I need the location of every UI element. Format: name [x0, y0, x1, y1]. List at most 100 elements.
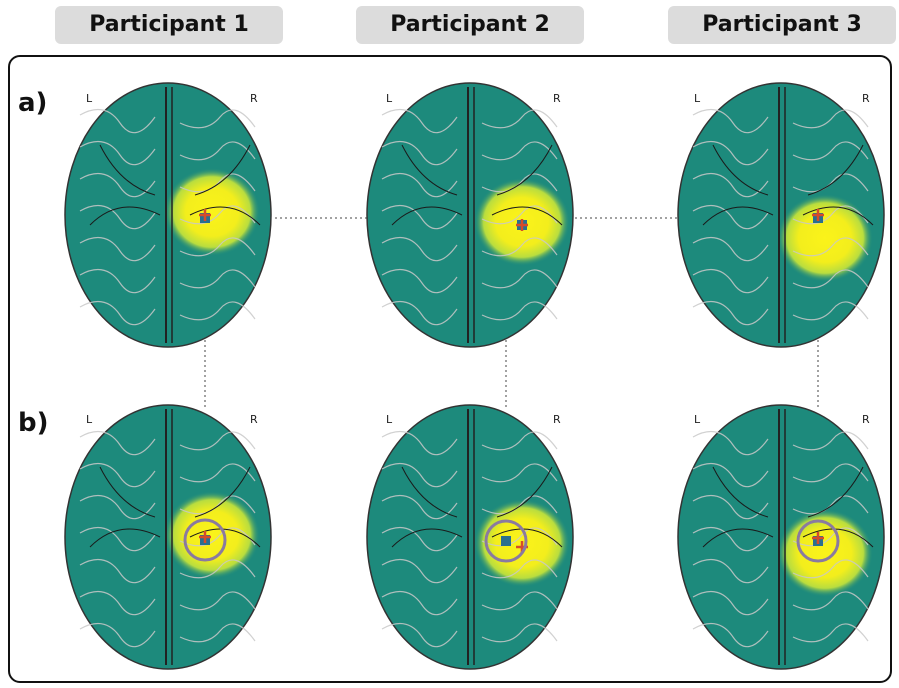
label-right-a2: R	[553, 92, 561, 105]
gyrus-left	[692, 140, 769, 166]
gyrus-right	[179, 173, 256, 193]
sulcus	[391, 528, 463, 548]
gyrus-right	[179, 301, 256, 321]
sulcus	[189, 528, 261, 548]
connector-lines	[204, 217, 819, 410]
sulcus	[401, 466, 458, 518]
gyrus-left	[79, 430, 156, 456]
gyri-lines	[692, 108, 869, 326]
header-participant-1: Participant 1	[55, 6, 283, 44]
sulcus	[89, 206, 161, 226]
sulcus	[491, 206, 563, 226]
brain-panel-b2	[366, 404, 574, 670]
brain-panel-a1	[64, 82, 272, 348]
sulci-lines	[391, 144, 563, 226]
gyrus-left	[381, 526, 458, 552]
gyrus-left	[79, 558, 156, 584]
activation-hotspot	[164, 491, 260, 579]
sulcus	[807, 144, 864, 196]
sulcus	[194, 144, 251, 196]
gyrus-left	[381, 558, 458, 584]
row-label-b: b)	[18, 408, 49, 438]
gyrus-right	[179, 237, 256, 257]
sulcus	[491, 528, 563, 548]
row-label-a: a)	[18, 88, 48, 118]
gyrus-right	[792, 495, 869, 515]
gyrus-right	[792, 269, 869, 289]
sulcus	[89, 528, 161, 548]
label-right-a1: R	[250, 92, 258, 105]
label-right-b3: R	[862, 413, 870, 426]
gyrus-right	[792, 173, 869, 193]
gyrus-right	[792, 527, 869, 547]
gyrus-left	[692, 430, 769, 456]
sulci-lines	[702, 144, 874, 226]
gyrus-right	[179, 269, 256, 289]
gyrus-left	[692, 108, 769, 134]
activation-hotspot	[777, 194, 873, 282]
marker-circle	[484, 519, 528, 563]
sulcus	[807, 466, 864, 518]
gyrus-left	[381, 622, 458, 648]
sulci-lines	[702, 466, 874, 548]
gyrus-right	[179, 623, 256, 643]
gyrus-right	[792, 109, 869, 129]
gyrus-right	[481, 495, 558, 515]
label-right-a3: R	[862, 92, 870, 105]
gyrus-left	[79, 622, 156, 648]
gyrus-right	[179, 109, 256, 129]
gyrus-left	[79, 462, 156, 488]
gyrus-right	[481, 301, 558, 321]
gyrus-right	[179, 559, 256, 579]
gyrus-right	[481, 591, 558, 611]
label-left-b1: L	[86, 413, 93, 426]
gyrus-left	[381, 172, 458, 198]
gyrus-left	[381, 300, 458, 326]
brain-panel-a2	[366, 82, 574, 348]
label-left-a2: L	[386, 92, 393, 105]
label-left-a3: L	[694, 92, 701, 105]
gyrus-right	[792, 463, 869, 483]
gyrus-right	[179, 463, 256, 483]
gyrus-left	[692, 462, 769, 488]
gyrus-right	[792, 301, 869, 321]
label-right-b1: R	[250, 413, 258, 426]
gyrus-left	[79, 204, 156, 230]
sulci-lines	[89, 466, 261, 548]
sulcus	[496, 144, 553, 196]
sulcus	[194, 466, 251, 518]
sulcus	[496, 466, 553, 518]
gyrus-left	[79, 108, 156, 134]
sulcus	[712, 144, 769, 196]
marker-circle	[796, 519, 840, 563]
gyrus-right	[179, 495, 256, 515]
gyri-lines	[79, 430, 256, 648]
gyrus-left	[381, 236, 458, 262]
sulcus	[99, 466, 156, 518]
gyrus-left	[79, 172, 156, 198]
gyrus-left	[79, 300, 156, 326]
marker-cross	[199, 209, 211, 221]
label-right-b2: R	[553, 413, 561, 426]
gyrus-right	[792, 431, 869, 451]
gyrus-right	[179, 141, 256, 161]
gyrus-left	[692, 590, 769, 616]
gyrus-right	[481, 269, 558, 289]
label-left-b2: L	[386, 413, 393, 426]
gyrus-right	[792, 623, 869, 643]
gyrus-left	[381, 108, 458, 134]
marker-circle	[183, 518, 227, 562]
gyrus-right	[481, 237, 558, 257]
brain-panel-b3	[677, 404, 885, 670]
gyrus-right	[481, 527, 558, 547]
gyrus-left	[692, 268, 769, 294]
gyrus-right	[792, 237, 869, 257]
sulcus	[702, 528, 774, 548]
sulci-lines	[391, 466, 563, 548]
gyrus-left	[381, 140, 458, 166]
marker-square	[501, 536, 511, 546]
sulcus	[802, 206, 874, 226]
gyrus-left	[79, 494, 156, 520]
gyrus-left	[381, 430, 458, 456]
